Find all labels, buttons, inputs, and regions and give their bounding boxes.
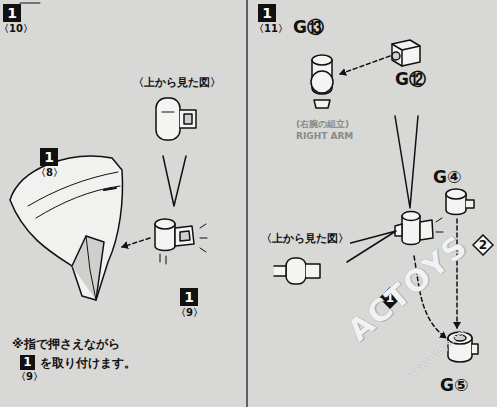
joint-part [395, 212, 433, 245]
step-number-text: 1 [3, 4, 21, 22]
step-number: 1〈10〉 [3, 4, 37, 38]
motion-mark [200, 224, 207, 252]
clip-part [392, 40, 420, 66]
sub-step-text: 〈9〉 [176, 307, 203, 318]
part-number: G⑬ [293, 18, 324, 37]
cap-part [446, 189, 474, 215]
assembly-arrow [340, 56, 390, 74]
part-number: G⑤ [440, 376, 468, 395]
joint-part [155, 219, 194, 264]
sub-step-text: 〈9〉 [16, 371, 43, 382]
watermark-url: www.actoys.net [407, 327, 468, 380]
step-diamond: 2 [472, 234, 494, 256]
step-number: 1〈9〉 [180, 288, 214, 322]
step-number-text: 1 [258, 4, 276, 22]
top-view-part [156, 98, 196, 140]
note-text: を取り付けます。 [40, 357, 136, 370]
callout-tail [347, 231, 396, 262]
assembly-arrow [122, 238, 150, 247]
step-number-text: 1 [20, 355, 35, 370]
motion-mark [436, 218, 443, 232]
diamond-outline [473, 235, 493, 255]
step-number-text: 1 [180, 288, 198, 306]
callout-bubble: G⑬ G⑫ [285, 14, 443, 116]
sub-step-text: 〈10〉 [0, 23, 33, 34]
panel-divider [246, 0, 247, 407]
callout-tail [163, 156, 186, 206]
step-number: 1〈11〉 [258, 4, 298, 38]
step-number: 1〈8〉 [40, 148, 74, 182]
callout-bubble: 〈上から見た図〉 [128, 74, 228, 156]
part-number: G⑫ [395, 70, 426, 89]
shoulder-armor [10, 156, 122, 300]
callout-bubble: 〈上から見た図〉 [256, 230, 356, 298]
view-heading: 〈上から見た図〉 [132, 77, 222, 89]
callout-tail [395, 116, 418, 208]
step-number-text: 2 [472, 234, 494, 256]
sub-step-text: 〈11〉 [254, 23, 288, 34]
sub-step-text: 〈8〉 [36, 167, 63, 178]
ball-joint-part [311, 55, 333, 108]
section-title: RIGHT ARM [296, 132, 353, 142]
step-number-text: 1 [40, 148, 58, 166]
section-title: (右腕の組立) [296, 120, 349, 130]
view-heading: 〈上から見た図〉 [260, 233, 350, 245]
part-number: G④ [433, 168, 461, 187]
note-text: ※指で押さえながら [12, 338, 120, 351]
header-line [20, 3, 40, 4]
watermark: ACTOYS [341, 228, 474, 347]
top-view-part [274, 258, 320, 284]
